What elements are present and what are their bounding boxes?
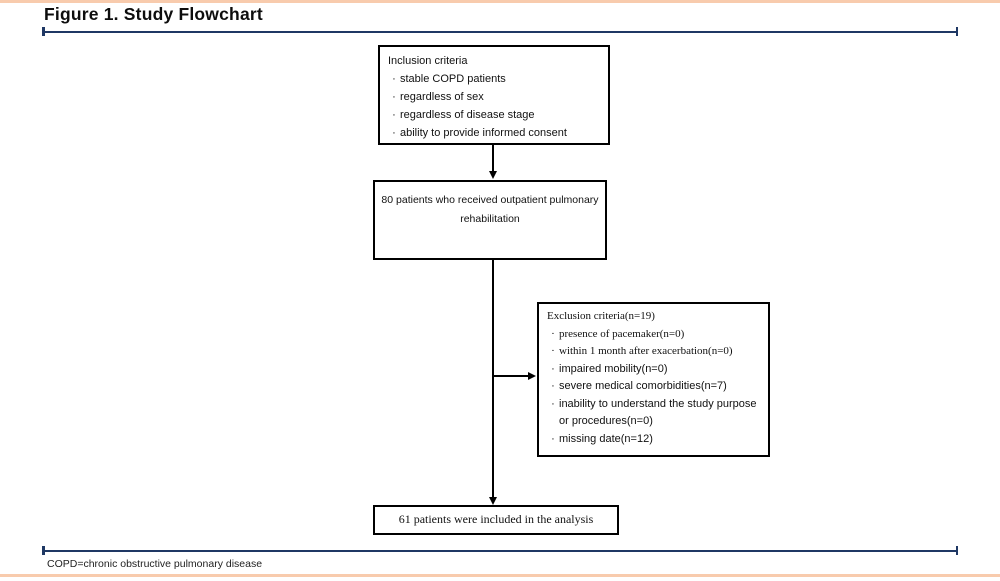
connector-to-exclusion: [493, 375, 529, 377]
bullet-icon: ·: [392, 127, 396, 139]
exclusion-criteria-box: Exclusion criteria(n=19) · presence of p…: [537, 302, 770, 457]
exclusion-item: · missing date(n=12): [547, 431, 764, 449]
analysis-box-text: 61 patients were included in the analysi…: [398, 512, 594, 526]
inclusion-item-text: stable COPD patients: [400, 73, 506, 85]
inclusion-heading: Inclusion criteria: [388, 55, 468, 67]
analysis-box: 61 patients were included in the analysi…: [373, 505, 619, 535]
exclusion-heading: Exclusion criteria(n=19): [547, 310, 655, 322]
bottom-accent-band: [0, 574, 1000, 577]
inclusion-item: · regardless of disease stage: [388, 106, 604, 124]
connector-cohort-to-final: [492, 260, 494, 498]
inclusion-item: · stable COPD patients: [388, 70, 604, 88]
bullet-icon: ·: [551, 397, 555, 410]
inclusion-item: · regardless of sex: [388, 88, 604, 106]
arrow-down-icon: [488, 497, 497, 505]
cohort-text-line: 80 patients who received outpatient pulm…: [381, 194, 599, 206]
exclusion-item: · within 1 month after exacerbation(n=0): [547, 343, 764, 361]
inclusion-item: · ability to provide informed consent: [388, 124, 604, 142]
bullet-icon: ·: [392, 91, 396, 103]
exclusion-item-text: within 1 month after exacerbation(n=0): [559, 345, 733, 357]
exclusion-item-text: severe medical comorbidities(n=7): [559, 380, 727, 392]
inclusion-item-text: ability to provide informed consent: [400, 127, 567, 139]
connector-inclusion-to-cohort: [492, 145, 494, 172]
bullet-icon: ·: [551, 380, 555, 392]
inclusion-item-text: regardless of disease stage: [400, 109, 535, 121]
top-accent-band: [0, 0, 1000, 3]
exclusion-item: · presence of pacemaker(n=0): [547, 326, 764, 344]
exclusion-item: · inability to understand the study purp…: [547, 396, 764, 431]
exclusion-item: · impaired mobility(n=0): [547, 361, 764, 379]
exclusion-item-text: impaired mobility(n=0): [559, 362, 668, 375]
bullet-icon: ·: [551, 327, 555, 340]
bullet-icon: ·: [551, 362, 555, 375]
cohort-text-line: rehabilitation: [460, 213, 520, 225]
exclusion-item-text: missing date(n=12): [559, 432, 653, 445]
abbreviation-note: COPD=chronic obstructive pulmonary disea…: [47, 558, 263, 570]
exclusion-item: · severe medical comorbidities(n=7): [547, 378, 764, 396]
figure-title: Figure 1. Study Flowchart: [44, 4, 263, 24]
inclusion-item-text: regardless of sex: [400, 91, 484, 103]
exclusion-item-text: inability to understand the study purpos…: [559, 397, 757, 428]
bottom-rule: [42, 546, 958, 555]
arrow-down-icon: [488, 171, 497, 179]
cohort-box: 80 patients who received outpatient pulm…: [373, 180, 607, 260]
inclusion-criteria-box: Inclusion criteria · stable COPD patient…: [378, 45, 610, 145]
bullet-icon: ·: [392, 109, 396, 121]
arrow-right-icon: [528, 371, 536, 380]
bullet-icon: ·: [551, 345, 555, 357]
exclusion-item-text: presence of pacemaker(n=0): [559, 327, 685, 340]
bullet-icon: ·: [551, 432, 555, 445]
top-rule: [42, 27, 958, 36]
bullet-icon: ·: [392, 73, 396, 85]
